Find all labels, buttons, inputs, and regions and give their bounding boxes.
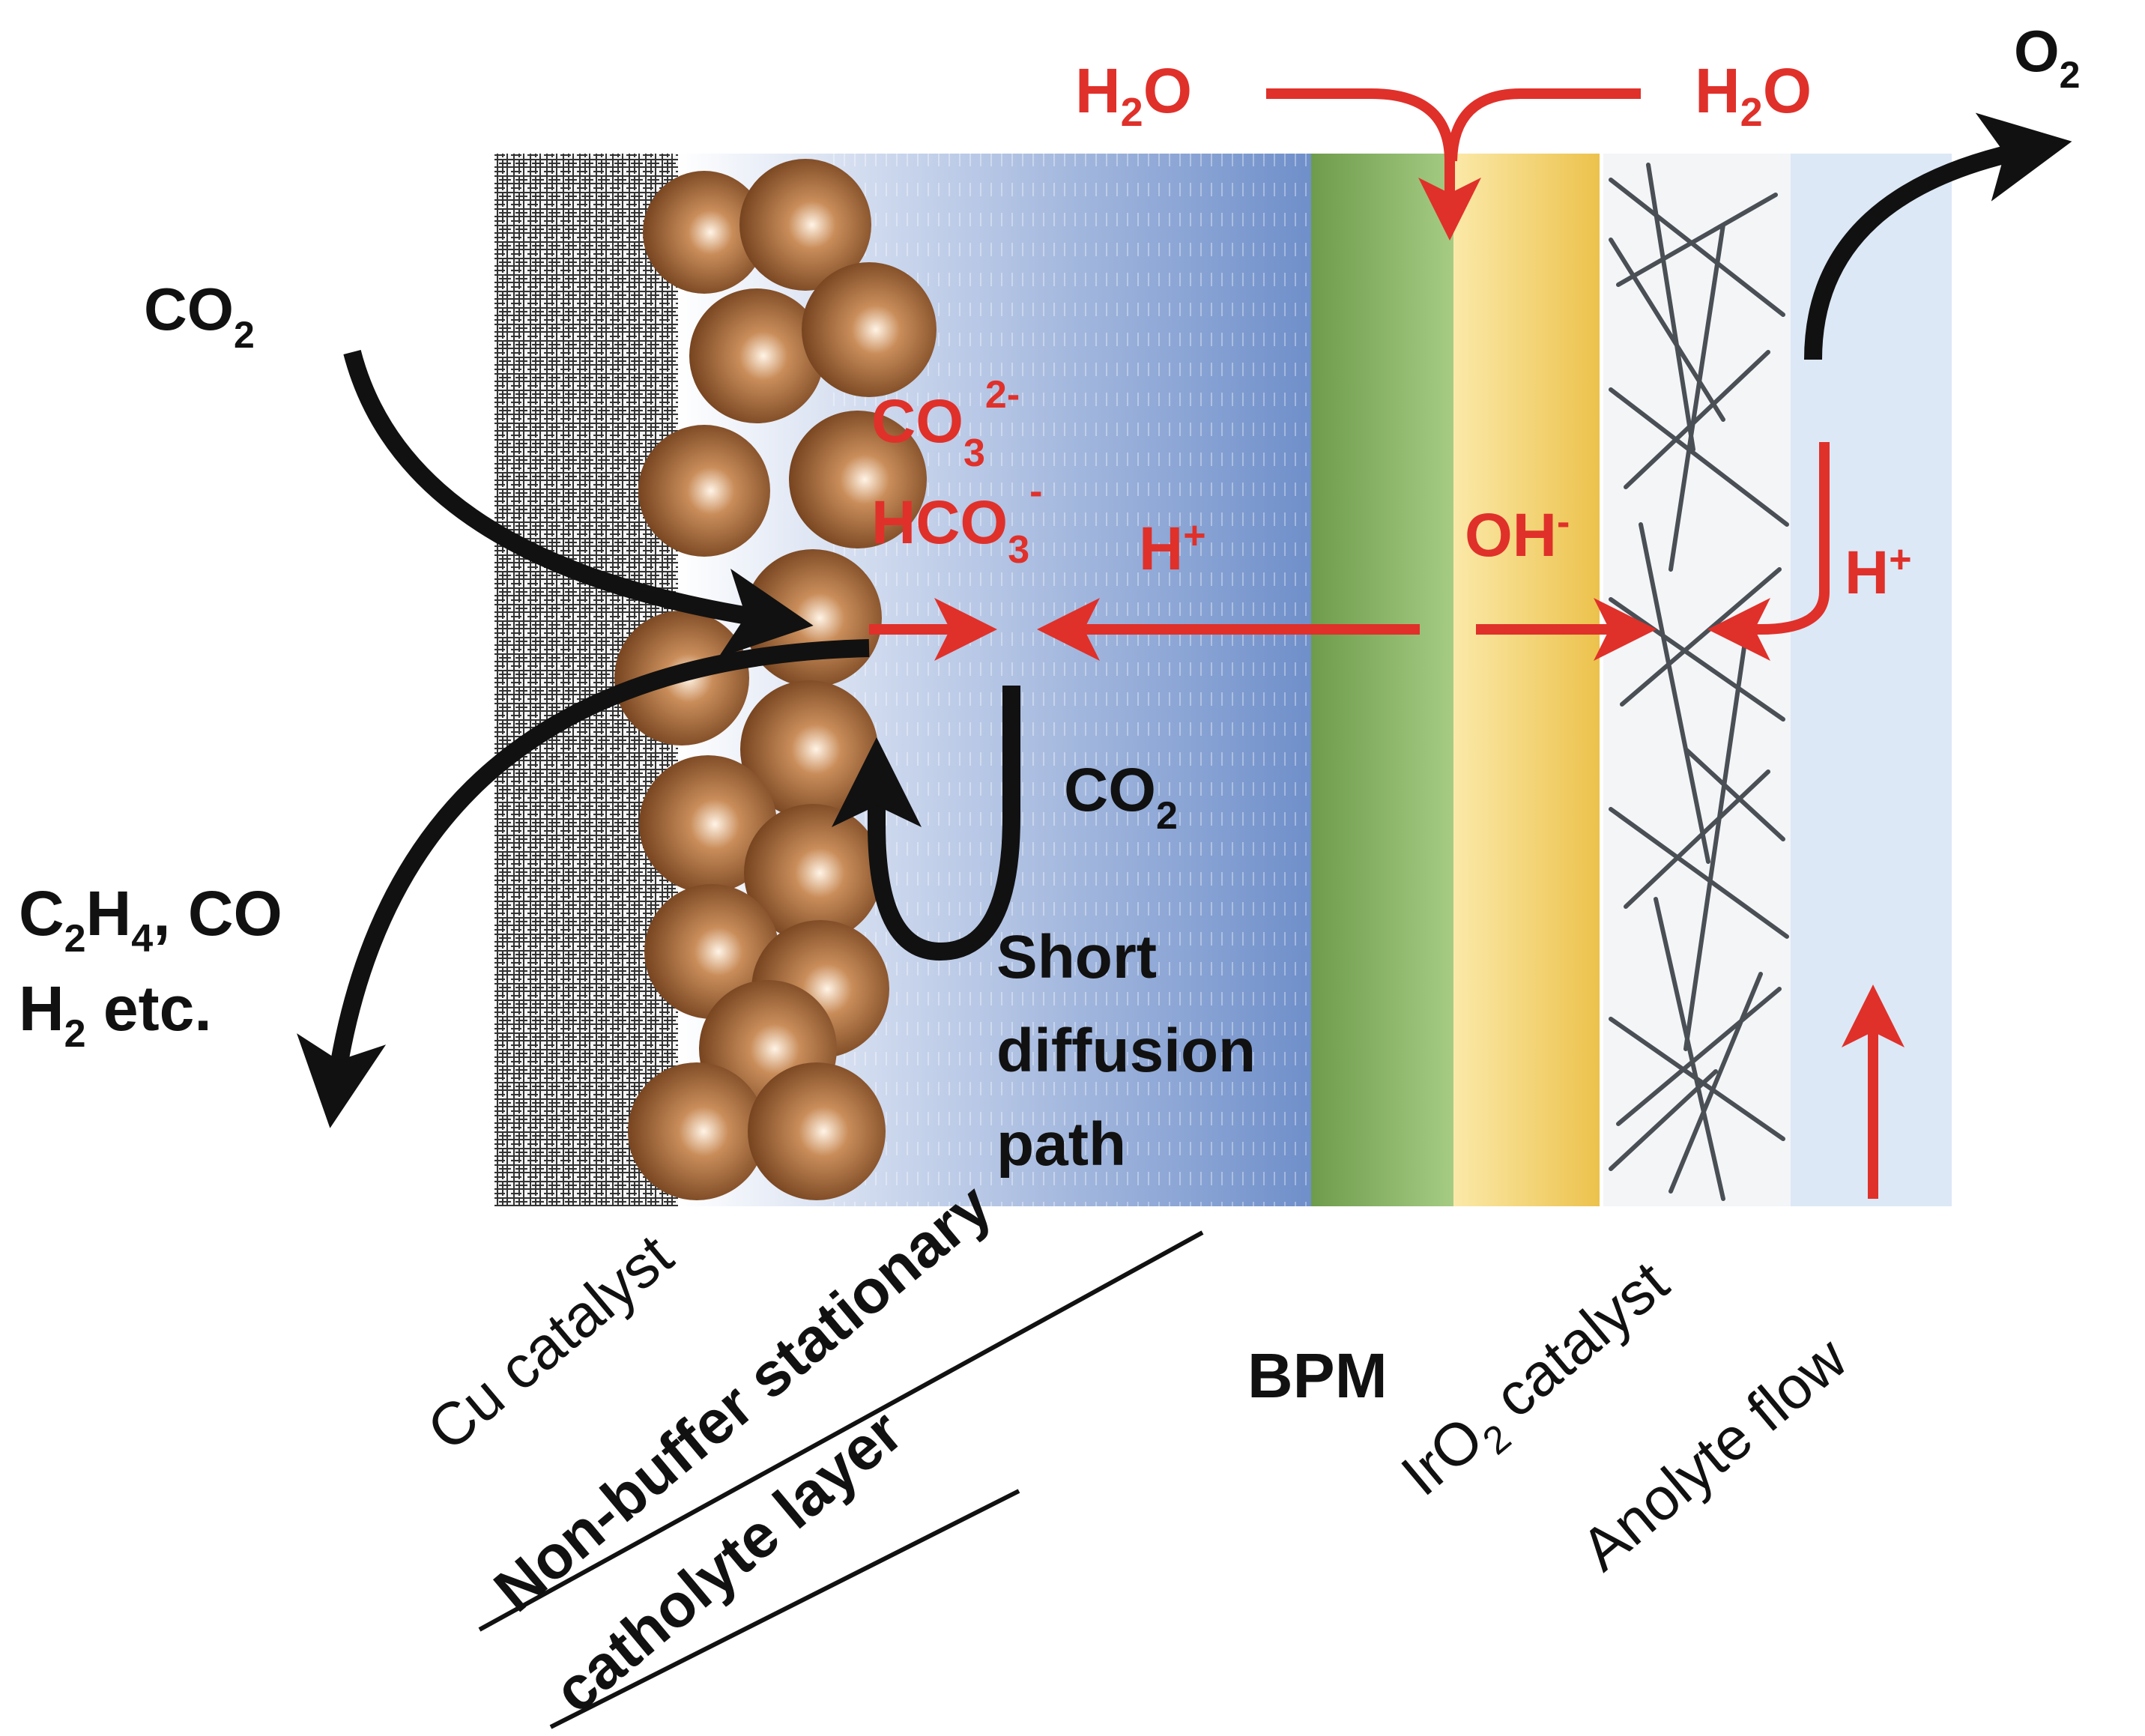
cu-particle xyxy=(639,755,777,893)
carbonate-label: CO32- xyxy=(871,373,1020,475)
h2o-right-arrow xyxy=(1447,88,1641,162)
cu-particle xyxy=(739,159,871,291)
hydroxide-label: OH- xyxy=(1465,500,1570,569)
black-arrows xyxy=(297,112,2072,1128)
bicarbonate-label: HCO3- xyxy=(871,470,1042,572)
cu-particle xyxy=(638,425,770,557)
proton-anode-label: H+ xyxy=(1845,538,1912,607)
cu-particle xyxy=(802,262,937,397)
h2o-right-label: H2O xyxy=(1695,55,1812,135)
proton-catholyte-label: H+ xyxy=(1139,514,1206,583)
short-diffusion-line2: diffusion xyxy=(996,1017,1256,1085)
short-diffusion-line3: path xyxy=(996,1110,1126,1179)
bpm-label: BPM xyxy=(1247,1340,1388,1411)
bpm-cation-layer xyxy=(1311,154,1453,1206)
catholyte-layer-label: Non-buffer stationary catholyte layer xyxy=(478,1171,1204,1729)
chemical-labels: H2O H2O O2 CO2 CO32- HCO3- H+ OH- H+ CO2… xyxy=(19,18,2080,1056)
o2-outlet-arrow xyxy=(1804,112,2072,360)
cu-particle xyxy=(748,1062,886,1200)
h2o-left-label: H2O xyxy=(1075,55,1192,135)
cu-particle xyxy=(744,804,882,942)
catholyte-underline xyxy=(549,1489,1020,1729)
anode-proton-arrow xyxy=(1707,442,1830,661)
co2-regeneration-arrow xyxy=(832,686,1020,961)
co2-diffusion-label: CO2 xyxy=(1064,756,1178,838)
o2-label: O2 xyxy=(2014,18,2080,96)
layer-labels: Cu catalyst Non-buffer stationary cathol… xyxy=(415,1171,1860,1729)
product-outlet-arrow xyxy=(297,639,870,1128)
products-line1-label: C2H4, CO xyxy=(19,878,282,961)
co2-inlet-arrow xyxy=(343,349,814,658)
non-buffer-underline xyxy=(478,1230,1204,1632)
bpm-anion-layer xyxy=(1453,154,1600,1206)
anode-fibers xyxy=(1609,163,1789,1201)
anode-fiber-layer xyxy=(1603,154,1791,1206)
co2-inlet-label: CO2 xyxy=(144,276,255,356)
red-arrows xyxy=(869,88,1905,1199)
anolyte-flow-label: Anolyte flow xyxy=(1569,1324,1860,1583)
short-diffusion-path-label: Short diffusion path xyxy=(996,923,1256,1179)
cu-catalyst-label: Cu catalyst xyxy=(415,1221,685,1463)
cu-particle xyxy=(789,411,927,548)
cu-particle xyxy=(689,288,824,423)
products-line2-label: H2 etc. xyxy=(19,973,212,1056)
cu-particle xyxy=(643,171,766,294)
short-diffusion-line1: Short xyxy=(996,923,1157,991)
cu-particle xyxy=(628,1062,766,1200)
